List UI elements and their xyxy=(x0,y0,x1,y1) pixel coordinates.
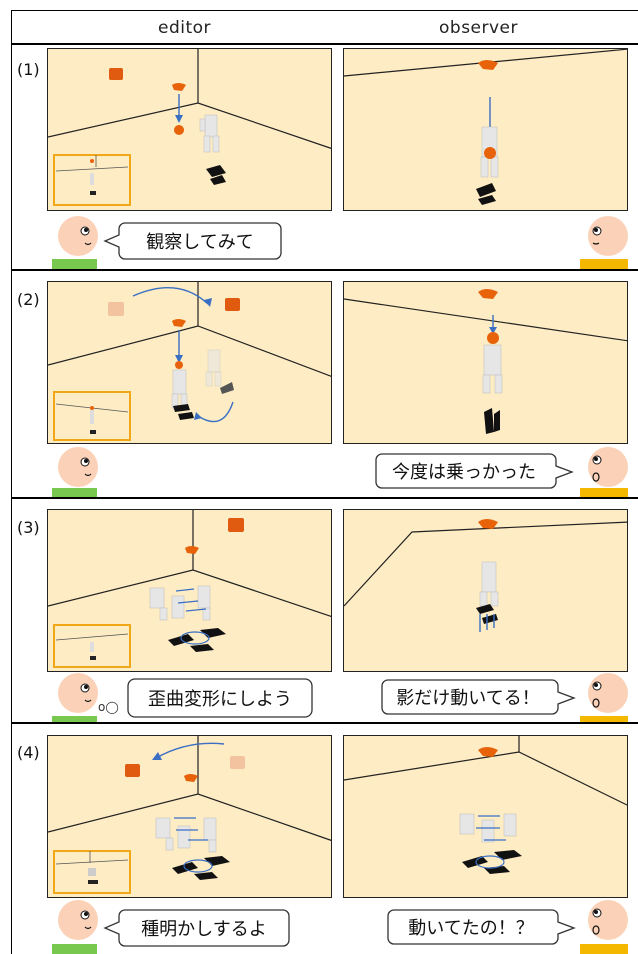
shadow-shape xyxy=(206,165,226,185)
comic-frame xyxy=(11,10,638,954)
editor-shirt xyxy=(52,488,97,497)
speech-bubble-2: 今度は乗っかった xyxy=(374,452,574,490)
editor-face-icon xyxy=(58,216,98,256)
observer-shirt xyxy=(580,488,628,497)
observer-shirt xyxy=(580,716,628,722)
speech-bubble-3: 影だけ動いてる！ xyxy=(380,678,576,716)
divider-1 xyxy=(11,269,638,271)
editor-shirt xyxy=(52,259,97,269)
observer-scene-3 xyxy=(343,509,628,672)
editor-shirt xyxy=(52,716,97,722)
editor-scene-3 xyxy=(47,509,332,672)
dropper-shape xyxy=(478,60,498,70)
editor-face-icon xyxy=(58,900,98,940)
divider-2 xyxy=(11,497,638,499)
thought-dots: o◯ xyxy=(98,700,119,714)
speech-text-2: 今度は乗っかった xyxy=(392,462,536,483)
row-label-3: (3) xyxy=(17,518,40,537)
editor-shirt xyxy=(52,944,97,954)
ball-shape xyxy=(174,125,184,135)
row-label-2: (2) xyxy=(17,290,40,309)
editor-scene-4 xyxy=(47,735,332,898)
observer-face-icon xyxy=(588,216,628,256)
shadow-shape xyxy=(476,183,496,205)
observer-scene-4 xyxy=(343,735,628,898)
editor-face-icon xyxy=(58,447,98,487)
row-label-1: (1) xyxy=(17,60,40,79)
tag-shape xyxy=(109,68,123,80)
speech-text-3: 影だけ動いてる！ xyxy=(396,688,540,709)
speech-bubble-5: 動いてたの！？ xyxy=(386,908,576,946)
speech-text-5: 動いてたの！？ xyxy=(408,918,534,939)
figure-shape xyxy=(199,114,220,153)
divider-top xyxy=(11,43,638,45)
thought-text-3: 歪曲変形にしよう xyxy=(148,689,292,710)
header-editor: editor xyxy=(158,18,212,38)
observer-scene-1 xyxy=(343,48,628,211)
ball-shape xyxy=(484,147,496,159)
observer-face-icon xyxy=(588,900,628,940)
dropper-shape xyxy=(172,83,186,91)
editor-face-icon xyxy=(58,673,98,713)
speech-text-1: 観察してみて xyxy=(146,232,254,253)
speech-bubble-4: 種明かしするよ xyxy=(103,908,291,948)
header-observer: observer xyxy=(439,18,519,38)
thought-bubble-3: 歪曲変形にしよう xyxy=(127,678,313,718)
observer-face-icon xyxy=(588,447,628,487)
editor-scene-2 xyxy=(47,281,332,444)
row-label-4: (4) xyxy=(17,743,40,762)
speech-text-4: 種明かしするよ xyxy=(141,919,267,940)
divider-3 xyxy=(11,722,638,724)
editor-scene-1 xyxy=(47,48,332,211)
observer-shirt xyxy=(580,259,628,269)
observer-shirt xyxy=(580,944,628,954)
speech-bubble-1: 観察してみて xyxy=(103,221,283,261)
observer-face-icon xyxy=(588,673,628,713)
observer-scene-2 xyxy=(343,281,628,444)
